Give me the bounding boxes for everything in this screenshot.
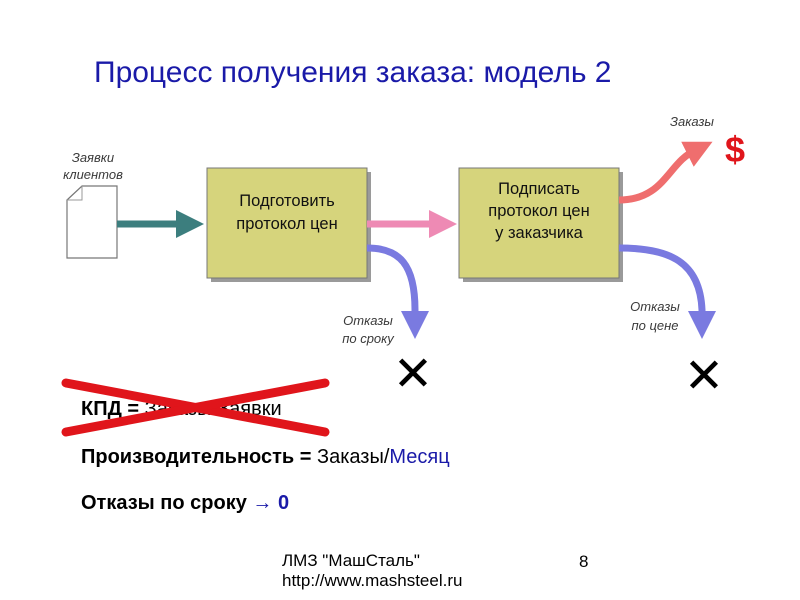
reject2-label-line2: по цене	[631, 318, 678, 333]
slide-title: Процесс получения заказа: модель 2	[94, 56, 612, 89]
step2-box	[458, 167, 620, 279]
productivity-value-month: Месяц	[389, 446, 450, 468]
productivity-value-orders: Заказы/	[316, 446, 390, 468]
footer-org: ЛМЗ "МашСталь"	[282, 551, 420, 570]
orders-label: Заказы	[670, 114, 714, 129]
formula-productivity: Производительность = Заказы/Месяц	[81, 446, 450, 469]
kpd-label: КПД =	[81, 398, 140, 420]
document-fold	[67, 186, 83, 201]
reject2-label-line1: Отказы	[630, 299, 680, 314]
reject2-x-icon: ✕	[684, 348, 724, 400]
reject1-label-line1: Отказы	[343, 313, 393, 328]
process-diagram: Заявки клиентов Подготовить протокол цен…	[63, 114, 745, 400]
input-label-line1: Заявки	[72, 150, 114, 165]
arrow-reject-price	[618, 244, 716, 339]
arrow-orders	[618, 141, 713, 204]
step1-box	[206, 167, 368, 279]
page-number: 8	[579, 552, 589, 571]
arrow-reject-deadline	[366, 244, 429, 339]
formula-kpd: КПД = Заказы/Заявки	[81, 398, 282, 421]
footer: ЛМЗ "МашСталь" http://www.mashsteel.ru	[282, 551, 462, 591]
productivity-label: Производительность =	[81, 446, 312, 468]
input-label-line2: клиентов	[63, 167, 123, 182]
step2-line3: у заказчика	[495, 224, 584, 242]
reject1-label-line2: по сроку	[342, 331, 395, 346]
rejects-value: 0	[277, 492, 290, 514]
step2-line1: Подписать	[498, 180, 580, 198]
formula-rejects: Отказы по сроку → 0	[81, 492, 289, 515]
reject1-x-icon: ✕	[393, 346, 433, 400]
rejects-label: Отказы по сроку	[81, 492, 247, 514]
arrow-right-icon: →	[252, 492, 273, 514]
step2-line2: протокол цен	[488, 202, 589, 220]
step1-line2: протокол цен	[236, 215, 337, 233]
step1-line1: Подготовить	[239, 192, 334, 210]
document-icon	[66, 185, 118, 259]
footer-url: http://www.mashsteel.ru	[282, 571, 463, 590]
kpd-value: Заказы/Заявки	[144, 398, 282, 420]
dollar-icon: $	[725, 129, 745, 170]
